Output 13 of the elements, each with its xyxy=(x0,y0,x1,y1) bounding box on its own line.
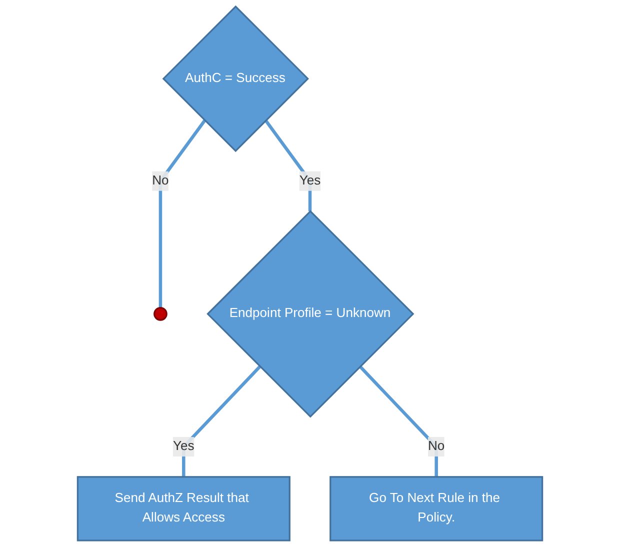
connector xyxy=(264,120,312,212)
edge-label: Yes xyxy=(173,439,194,454)
node-circle xyxy=(154,307,168,321)
node-diamond: AuthC = Success xyxy=(162,5,309,152)
connector xyxy=(358,365,438,477)
edge-label: No xyxy=(152,174,169,188)
edge-label: No xyxy=(428,439,445,454)
connector xyxy=(158,120,206,308)
edge-label: Yes xyxy=(299,174,321,188)
connector xyxy=(182,365,262,477)
node-diamond: Endpoint Profile = Unknown xyxy=(206,210,414,418)
node-box: Go To Next Rule in the Policy. xyxy=(330,476,544,542)
node-box: Send AuthZ Result that Allows Access xyxy=(76,476,290,542)
